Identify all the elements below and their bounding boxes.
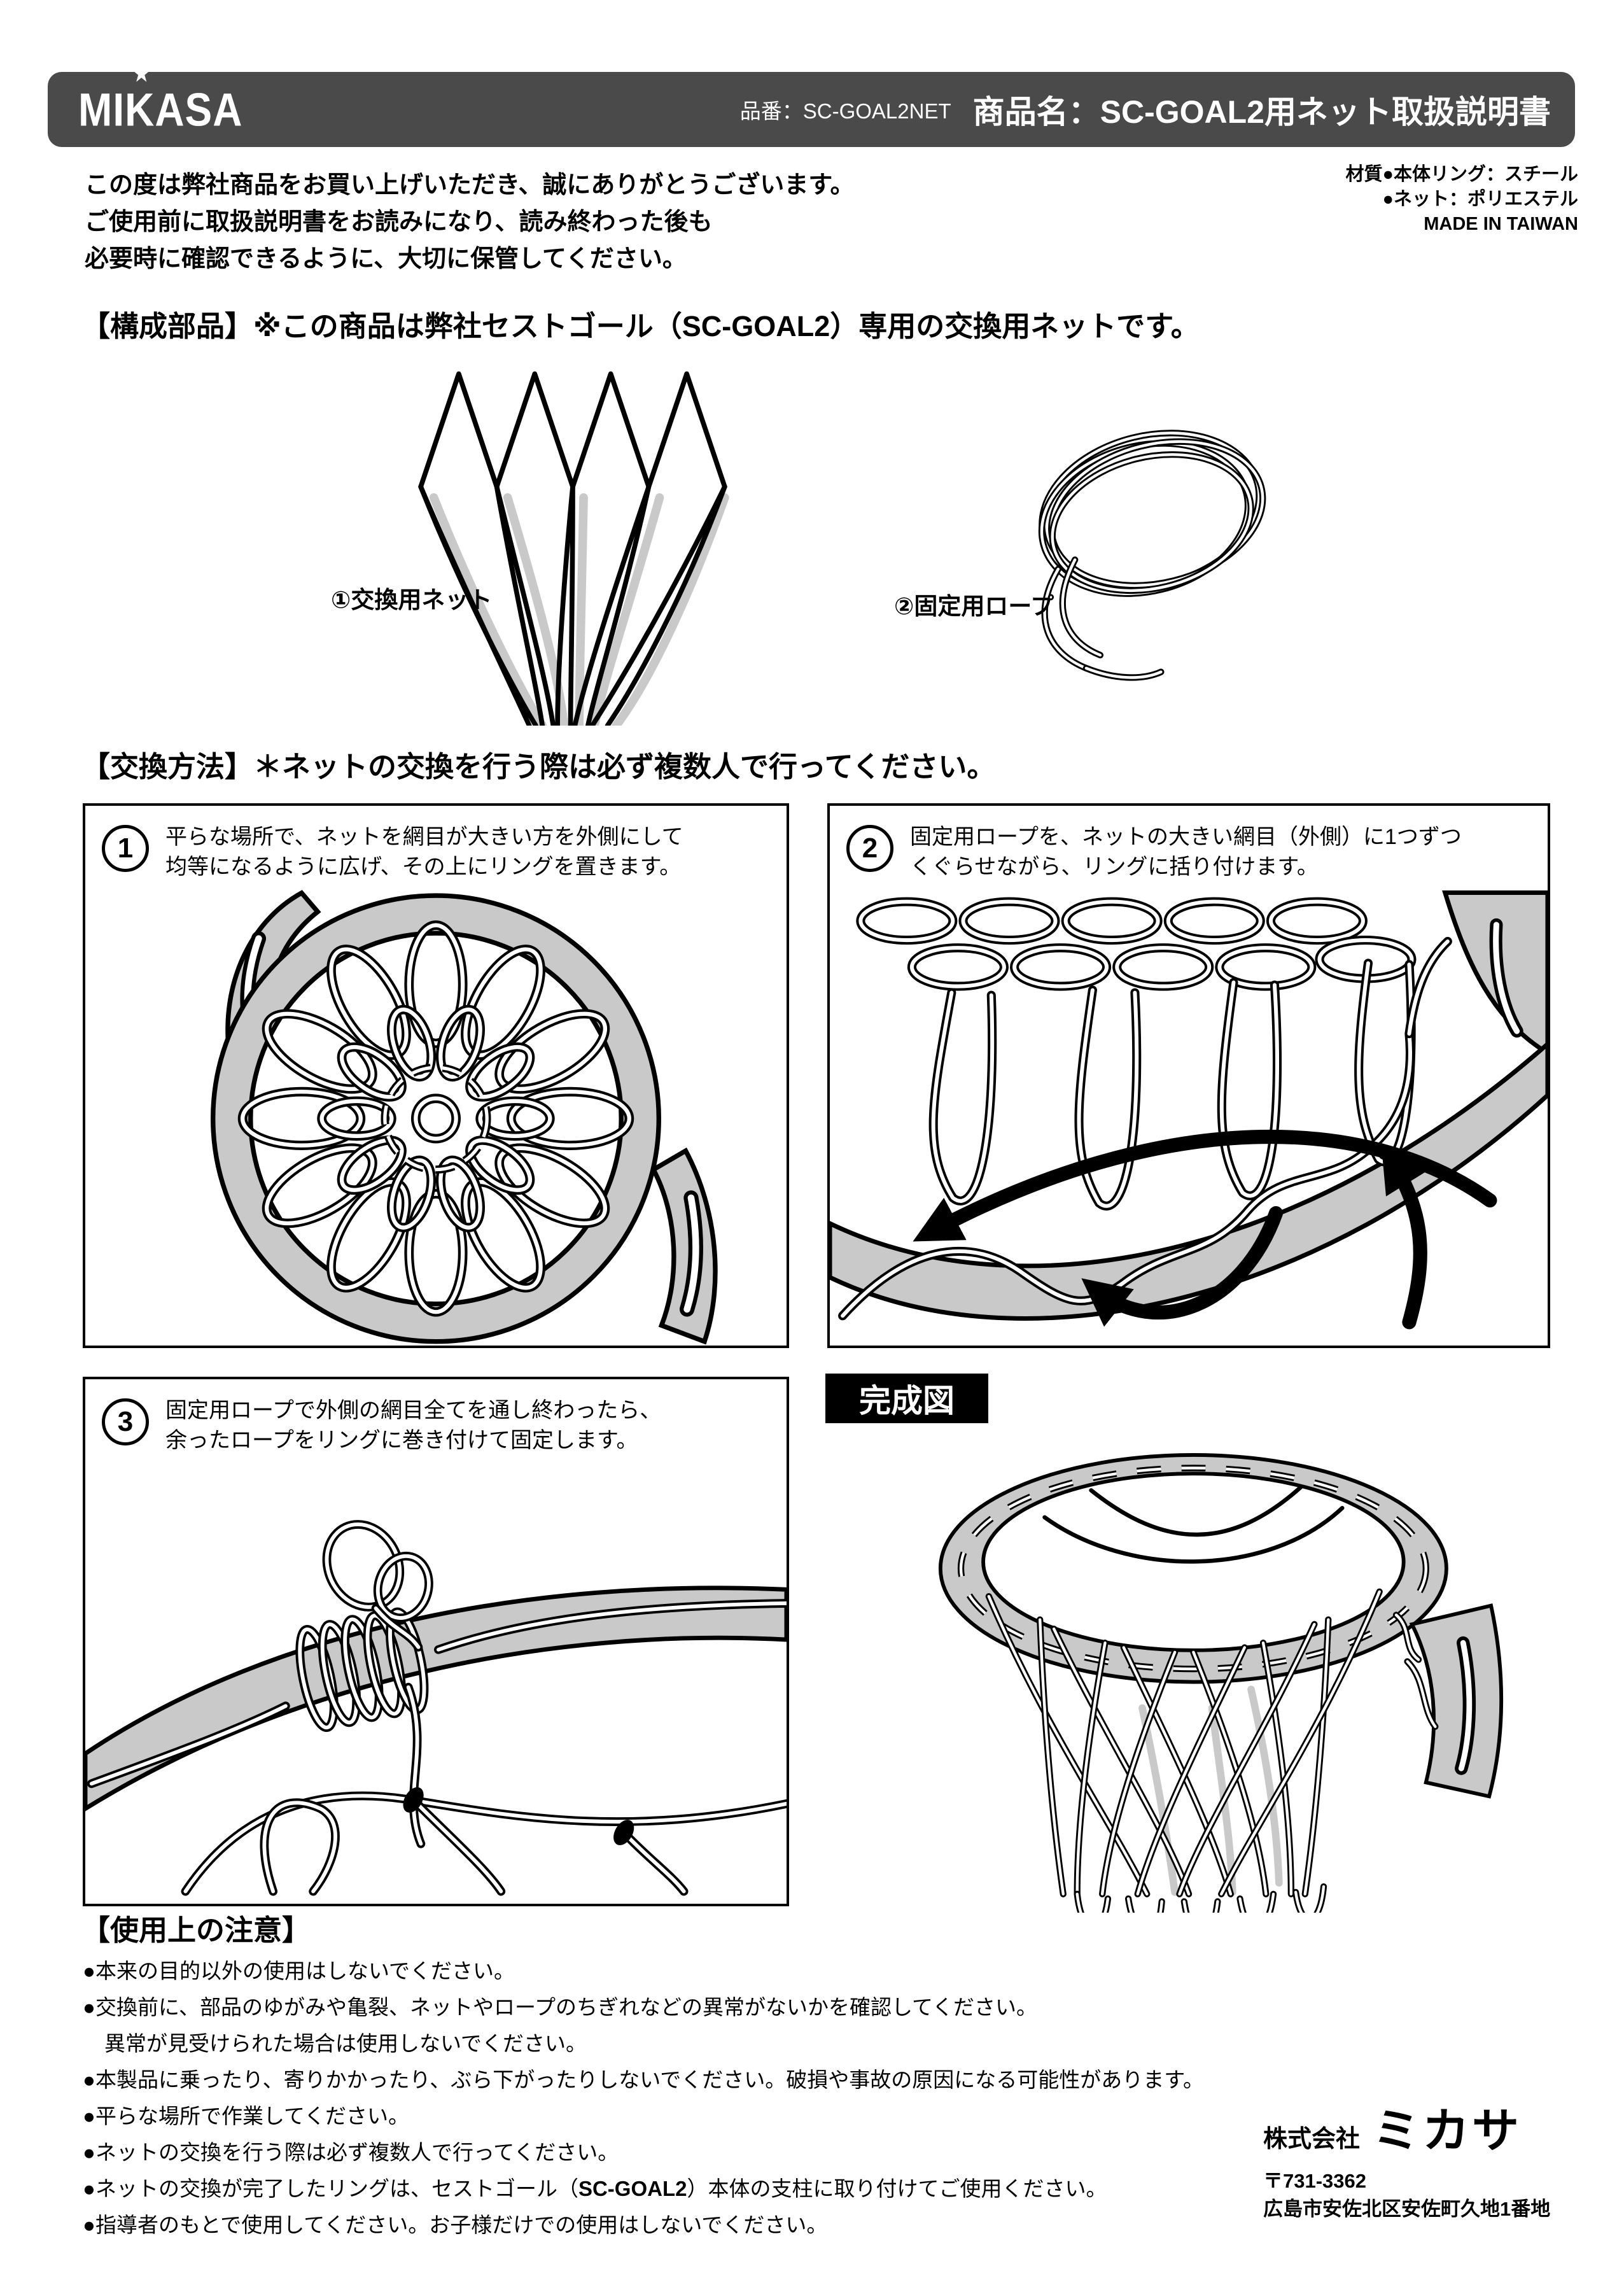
cautions-heading: 【使用上の注意】 xyxy=(81,1914,311,1946)
company-info: 株式会社 ミカサ 〒731-3362 広島市安佐北区安佐町久地1番地 xyxy=(1263,2093,1594,2223)
step3-number: 3 xyxy=(102,1398,149,1445)
caution-item-continuation: 異常が見受けられた場合は使用しないでください。 xyxy=(104,2032,587,2055)
step2-panel: 2 固定用ロープを、ネットの大きい網目（外側）に1つずつ くぐらせながら、リング… xyxy=(827,803,1550,1348)
step2-illustration xyxy=(830,890,1548,1330)
postal-code: 〒731-3362 xyxy=(1263,2170,1367,2192)
materials-line: 材質●本体リング：スチール xyxy=(1345,164,1578,185)
rope-label: ②固定用ロープ xyxy=(894,593,1054,619)
title-bar: ★ MIKASA 品番：SC-GOAL2NET 商品名：SC-GOAL2用ネット… xyxy=(48,61,1575,147)
net-label: ①交換用ネット xyxy=(331,587,493,613)
step1-text: 平らな場所で、ネットを網目が大きい方を外側にして 均等になるように広げ、その上に… xyxy=(165,825,683,879)
caution-item: ●本来の目的以外の使用はしないでください。 xyxy=(83,1959,515,1983)
brand-text: MIKASA xyxy=(78,83,243,136)
product-name: 商品名：SC-GOAL2用ネット取扱説明書 xyxy=(972,94,1551,130)
step1-panel: 1 平らな場所で、ネットを網目が大きい方を外側にして 均等になるように広げ、その… xyxy=(83,803,789,1348)
caution-item: ●平らな場所で作業してください。 xyxy=(83,2104,409,2128)
star-icon: ★ xyxy=(132,59,152,88)
intro-line: ご使用前に取扱説明書をお読みになり、読み終わった後も xyxy=(85,209,713,236)
caution-item: ●交換前に、部品のゆがみや亀裂、ネットやロープのちぎれなどの異常がないかを確認し… xyxy=(83,1995,1037,2019)
step1-number: 1 xyxy=(102,825,149,872)
components-heading: 【構成部品】※この商品は弊社セストゴール（SC-GOAL2）専用の交換用ネットで… xyxy=(81,310,1200,342)
replacement-net-illustration xyxy=(418,371,729,726)
company-prefix: 株式会社 xyxy=(1263,2126,1361,2153)
step3-panel: 3 固定用ロープで外側の網目全てを通し終わったら、 余ったロープをリングに巻き付… xyxy=(83,1377,789,1906)
caution-item: ●ネットの交換が完了したリングは、セストゴール（SC-GOAL2）本体の支柱に取… xyxy=(83,2177,1107,2200)
step1-illustration xyxy=(211,890,718,1345)
intro-line: 必要時に確認できるように、大切に保管してください。 xyxy=(85,246,687,272)
caution-item: ●本製品に乗ったり、寄りかかったり、ぶら下がったりしないでください。破損や事故の… xyxy=(83,2068,1205,2092)
method-heading: 【交換方法】＊ネットの交換を行う際は必ず複数人で行ってください。 xyxy=(81,750,996,783)
cautions-list: ●本来の目的以外の使用はしないでください。 ●交換前に、部品のゆがみや亀裂、ネッ… xyxy=(83,1953,1204,2243)
finished-diagram-label: 完成図 xyxy=(825,1374,988,1423)
step3-text: 固定用ロープで外側の網目全てを通し終わったら、 余ったロープをリングに巻き付けて… xyxy=(165,1398,662,1452)
mikasa-logo: ★ MIKASA xyxy=(78,61,243,136)
address: 広島市安佐北区安佐町久地1番地 xyxy=(1263,2198,1551,2220)
company-name: ミカサ xyxy=(1373,2104,1522,2157)
materials-info: 材質●本体リング：スチール ●ネット：ポリエステル MADE IN TAIWAN xyxy=(1345,162,1578,237)
step2-text: 固定用ロープを、ネットの大きい網目（外側）に1つずつ くぐらせながら、リングに括… xyxy=(910,825,1462,879)
fixing-rope-illustration xyxy=(993,400,1292,686)
intro-line: この度は弊社商品をお買い上げいただき、誠にありがとうございます。 xyxy=(85,172,855,199)
materials-line: MADE IN TAIWAN xyxy=(1424,214,1578,234)
step2-number: 2 xyxy=(846,825,893,872)
intro-paragraph: この度は弊社商品をお買い上げいただき、誠にありがとうございます。 ご使用前に取扱… xyxy=(85,167,855,278)
step3-illustration xyxy=(85,1456,787,1904)
materials-line: ●ネット：ポリエステル xyxy=(1382,189,1578,209)
caution-item: ●ネットの交換を行う際は必ず複数人で行ってください。 xyxy=(83,2141,619,2164)
finished-diagram-illustration xyxy=(938,1453,1504,1913)
caution-item: ●指導者のもとで使用してください。お子様だけでの使用はしないでください。 xyxy=(83,2213,828,2237)
part-number: 品番：SC-GOAL2NET xyxy=(739,99,951,123)
